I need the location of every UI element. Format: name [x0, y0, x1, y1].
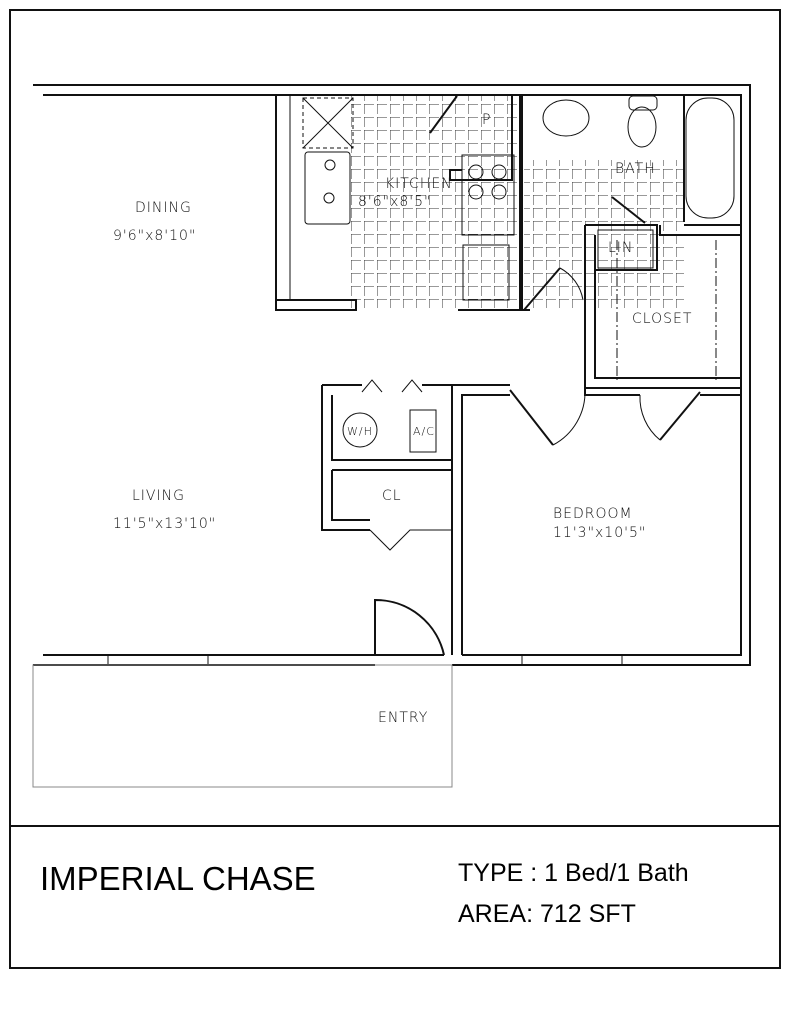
entry-area	[32, 664, 453, 788]
unit-type: TYPE : 1 Bed/1 Bath	[458, 859, 689, 887]
living-size: 11'5"x13'10"	[113, 516, 216, 532]
pantry-label: P	[482, 112, 491, 128]
utility-closets	[321, 379, 452, 656]
unit-area: AREA: 712 SFT	[458, 900, 636, 928]
closet-label: CLOSET	[632, 311, 692, 327]
bedroom-label: BEDROOM	[553, 506, 633, 522]
dining-size: 9'6"x8'10"	[113, 228, 196, 244]
coat-closet-label: CL	[382, 488, 402, 504]
kitchen-size: 8'6"x8'5"	[358, 194, 432, 210]
water-heater-label: W/H	[347, 425, 373, 438]
ac-label: A/C	[413, 425, 435, 438]
bath-fixtures	[521, 95, 742, 389]
dining-label: DINING	[135, 200, 192, 216]
entry-label: ENTRY	[378, 710, 428, 726]
bath-label: BATH	[615, 161, 656, 177]
living-label: LIVING	[132, 488, 185, 504]
sheet-border	[9, 9, 781, 969]
property-name: IMPERIAL CHASE	[40, 860, 316, 897]
kitchen-fixtures	[275, 95, 521, 311]
kitchen-tile-floor	[348, 96, 518, 308]
kitchen-label: KITCHEN	[385, 176, 453, 192]
linen-closet-label: LIN	[608, 240, 633, 256]
bedroom-size: 11'3"x10'5"	[553, 525, 646, 541]
